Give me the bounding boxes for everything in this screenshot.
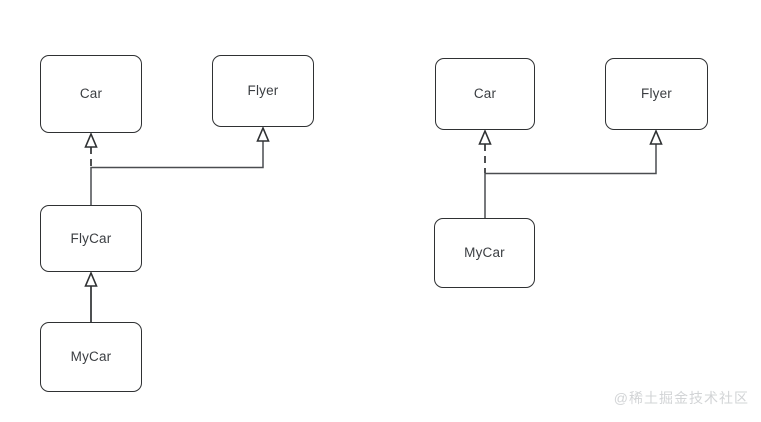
hollow-triangle-arrowhead [84,131,98,148]
uml-class-box-car-left[interactable]: Car [40,55,142,133]
watermark-text: @稀土掘金技术社区 [613,390,749,406]
uml-class-box-flyer-right[interactable]: Flyer [605,58,708,130]
edge-left-flycar-to-car [84,131,98,167]
uml-class-label: MyCar [464,245,505,261]
elbow-connector-path [484,144,657,218]
edge-left-mycar-to-flycar [84,270,98,322]
uml-class-box-car-right[interactable]: Car [435,58,535,130]
hollow-triangle-arrowhead [478,128,492,145]
uml-class-label: Car [79,86,103,102]
uml-class-box-mycar-left[interactable]: MyCar [40,322,142,392]
uml-class-box-flycar-left[interactable]: FlyCar [40,205,142,272]
uml-class-label: MyCar [70,349,112,365]
hollow-triangle-arrowhead [84,270,98,287]
edge-left-flycar-to-flyer [90,125,270,205]
uml-class-label: FlyCar [70,230,112,246]
edge-right-mycar-to-car [478,128,492,173]
hollow-triangle-arrowhead [649,128,663,145]
hollow-triangle-arrowhead [256,125,270,142]
uml-class-box-mycar-right[interactable]: MyCar [434,218,535,288]
edge-right-mycar-to-flyer [484,128,663,218]
uml-class-label: Car [473,86,497,102]
elbow-connector-path [90,141,264,205]
uml-class-label: Flyer [641,86,672,102]
uml-class-box-flyer-left[interactable]: Flyer [212,55,314,127]
uml-class-label: Flyer [247,83,279,99]
